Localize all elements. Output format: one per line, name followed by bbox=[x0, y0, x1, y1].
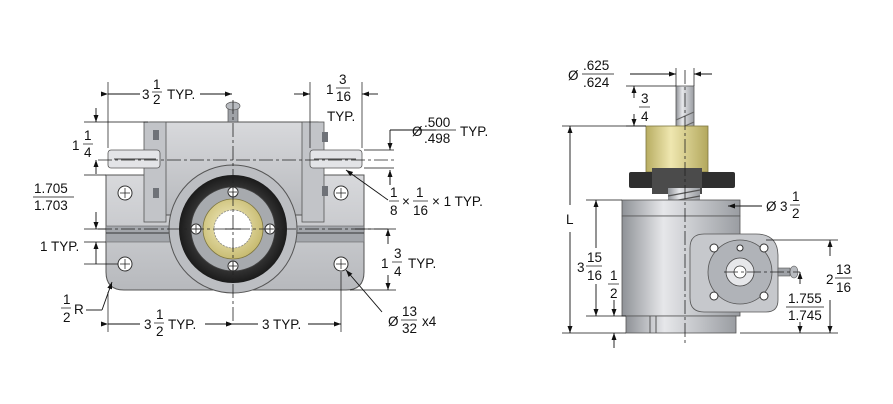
front-dimension-lines bbox=[84, 82, 436, 332]
side-dimension-text: Ø .625 .624 3 4 L Ø 3 1 2 3 15 16 1 2 2 … bbox=[566, 58, 852, 323]
dim-key-a-den: 8 bbox=[390, 203, 398, 218]
dim-3-typ: 3 TYP. bbox=[262, 317, 301, 332]
dim-b-3-1-2-suffix: TYP. bbox=[168, 317, 196, 332]
dim-dia-500-den: .498 bbox=[424, 131, 450, 146]
dim-1755-num: 1.755 bbox=[788, 291, 822, 306]
dim-1-3-4-suffix: TYP. bbox=[408, 256, 436, 271]
dim-1-1-4-whole: 1 bbox=[72, 138, 80, 153]
dim-dia-3-1-2-symbol: Ø bbox=[766, 199, 777, 214]
dim-1-3-4-den: 4 bbox=[394, 264, 402, 279]
dim-3-1-2-whole: 3 bbox=[142, 87, 150, 102]
dim-2-13-16-den: 16 bbox=[836, 280, 851, 295]
dim-shaft-num: .625 bbox=[583, 58, 609, 73]
dim-radius-suffix: R bbox=[74, 302, 84, 317]
dim-dia-3-1-2-whole: 3 bbox=[780, 199, 788, 214]
side-top-plate bbox=[621, 199, 741, 217]
dim-3-15-16-num: 15 bbox=[587, 250, 602, 265]
dim-1-3-4-num: 3 bbox=[394, 246, 402, 261]
dim-b-3-1-2-num: 1 bbox=[156, 307, 164, 322]
dim-1-3-16-whole: 1 bbox=[326, 82, 334, 97]
dim-half-den: 2 bbox=[610, 286, 618, 301]
dim-2-13-16-whole: 2 bbox=[826, 272, 834, 287]
dim-hole-symbol: Ø bbox=[388, 314, 399, 329]
side-gear-screws bbox=[709, 243, 769, 301]
dim-hole-den: 32 bbox=[402, 321, 417, 336]
right-ear bbox=[301, 121, 325, 223]
dim-dia-3-1-2-num: 1 bbox=[792, 189, 800, 204]
dim-1705-den: 1.703 bbox=[34, 198, 68, 213]
dim-1755-den: 1.745 bbox=[788, 308, 822, 323]
dim-radius-num: 1 bbox=[63, 292, 71, 307]
side-dimension-lines bbox=[562, 68, 838, 348]
dim-1705-num: 1.705 bbox=[34, 181, 68, 196]
dim-key-c: × 1 TYP. bbox=[432, 194, 483, 209]
dim-3-15-16-den: 16 bbox=[587, 268, 602, 283]
dim-key-b-num: 1 bbox=[416, 185, 424, 200]
dim-key-b-den: 16 bbox=[413, 203, 428, 218]
dim-hole-num: 13 bbox=[402, 304, 417, 319]
dim-shaft-den: .624 bbox=[583, 75, 610, 90]
dim-1-1-4-num: 1 bbox=[84, 128, 92, 143]
side-bottom-hub bbox=[625, 315, 737, 334]
dim-b-3-1-2-den: 2 bbox=[156, 324, 164, 339]
dim-3-15-16-whole: 3 bbox=[577, 260, 585, 275]
dim-1-typ: 1 TYP. bbox=[40, 239, 79, 254]
dim-b-3-1-2-whole: 3 bbox=[144, 317, 152, 332]
dim-3-1-2-suffix: TYP. bbox=[167, 87, 195, 102]
dim-half-num: 1 bbox=[610, 268, 618, 283]
dim-hole-suffix: x4 bbox=[422, 314, 437, 329]
dim-2-13-16-num: 13 bbox=[836, 262, 851, 277]
front-view bbox=[98, 100, 395, 322]
dim-dia-500-num: .500 bbox=[424, 115, 450, 130]
side-view bbox=[621, 70, 800, 345]
dim-shaft-symbol: Ø bbox=[568, 68, 579, 83]
dim-radius-den: 2 bbox=[63, 310, 71, 325]
dim-1-1-4-den: 4 bbox=[84, 145, 92, 160]
dim-L: L bbox=[566, 212, 574, 227]
dim-key-times: × bbox=[402, 194, 410, 209]
dim-3-1-2-num: 1 bbox=[153, 77, 161, 92]
front-dimension-text: 3 1 2 TYP. 1 3 16 TYP. Ø .500 .498 TYP. … bbox=[33, 72, 488, 339]
dim-1-3-16-den: 16 bbox=[336, 89, 351, 104]
dim-1-3-16-suffix: TYP. bbox=[327, 109, 355, 124]
dim-dia-500-suffix: TYP. bbox=[460, 124, 488, 139]
dim-dia-500-symbol: Ø bbox=[412, 124, 423, 139]
dim-shaft-len-num: 3 bbox=[641, 91, 649, 106]
dim-1-3-16-num: 3 bbox=[339, 72, 347, 87]
dim-dia-3-1-2-den: 2 bbox=[792, 206, 800, 221]
left-ear bbox=[143, 121, 167, 223]
dim-3-1-2-den: 2 bbox=[153, 92, 161, 107]
dim-shaft-len-den: 4 bbox=[641, 109, 649, 124]
dim-1-3-4-whole: 1 bbox=[381, 256, 389, 271]
dim-key-a-num: 1 bbox=[390, 185, 398, 200]
side-brass-nut bbox=[645, 125, 709, 173]
